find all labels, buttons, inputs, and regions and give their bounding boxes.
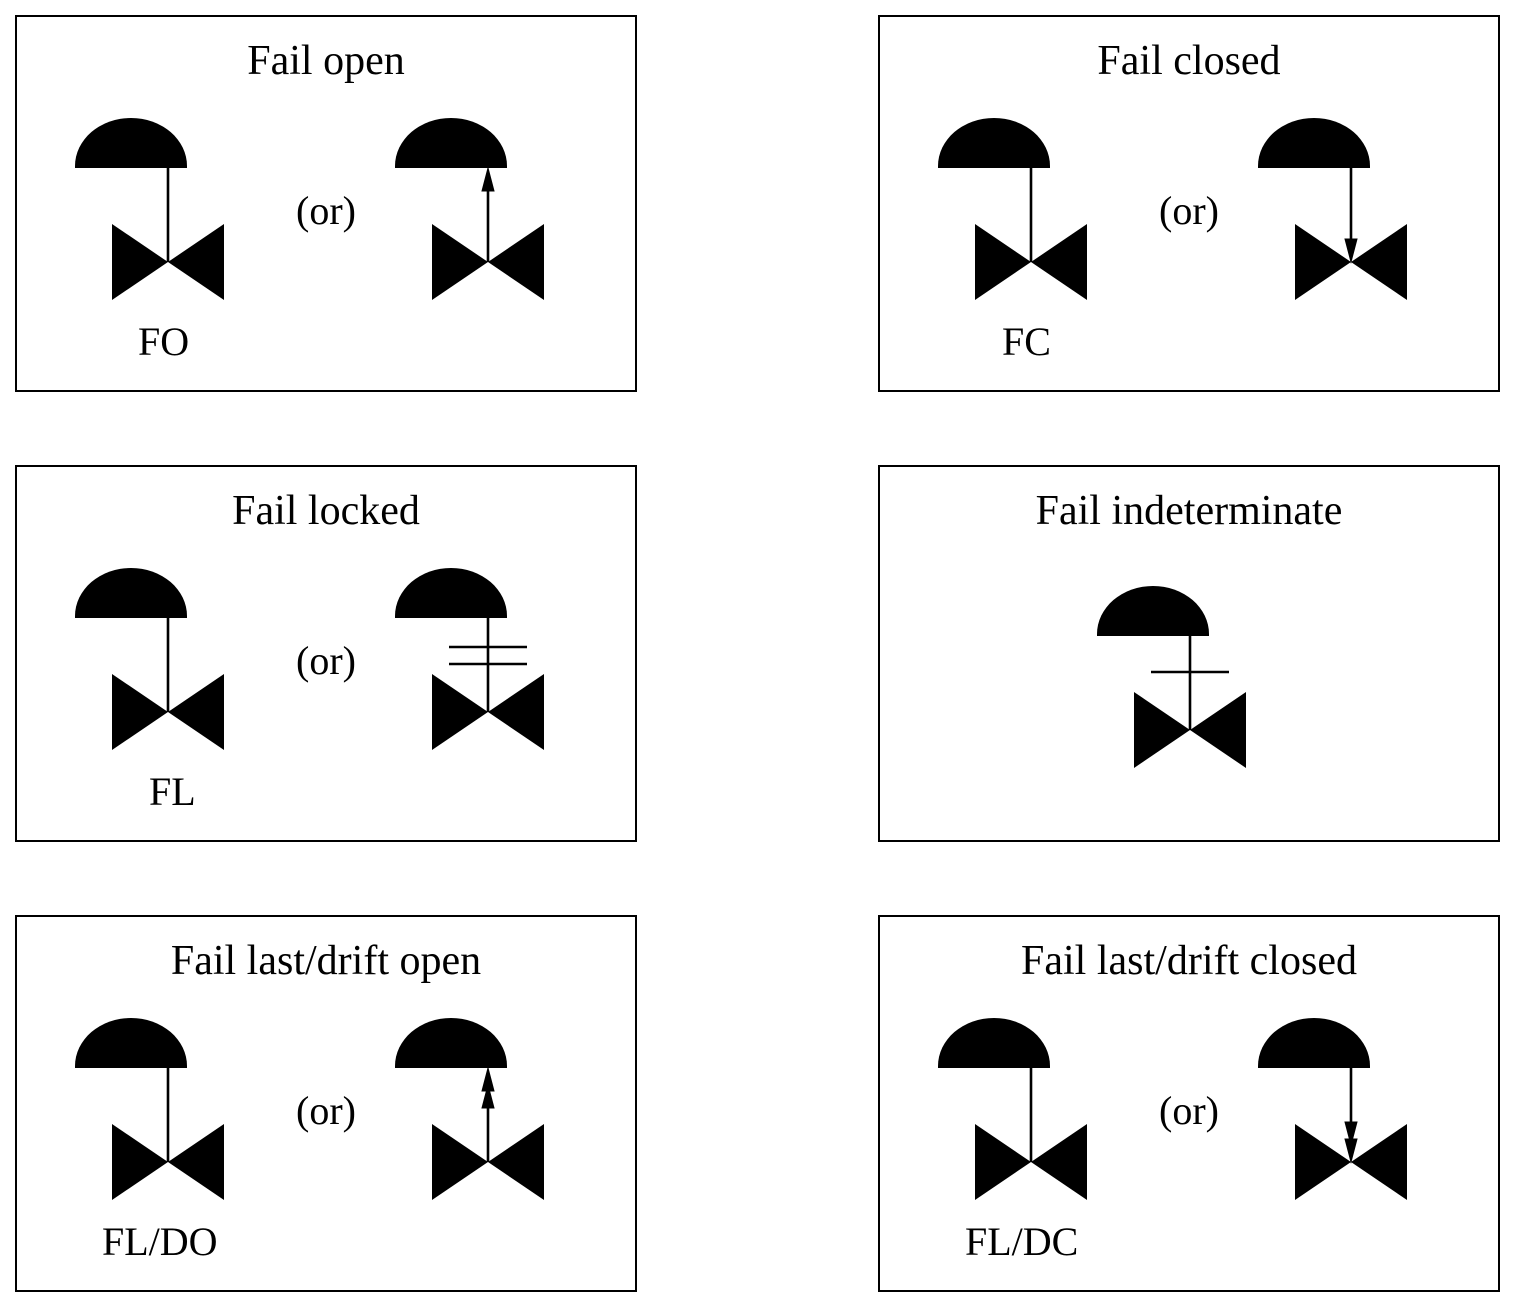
panel-fail-closed: Fail closed (or) FC — [878, 15, 1500, 392]
panel-fail-last-drift-open: Fail last/drift open (or) FL/DO — [15, 915, 637, 1292]
code-label: FL/DC — [965, 1219, 1079, 1264]
code-label: FC — [1002, 319, 1051, 364]
valve-double-arrow-down-icon — [1238, 1018, 1427, 1200]
valve-indeterminate-icon — [1077, 586, 1266, 768]
or-label: (or) — [1159, 188, 1219, 233]
code-label: FL/DO — [102, 1219, 218, 1264]
panel-fail-open: Fail open (or) FO — [15, 15, 637, 392]
panel-fail-last-drift-closed: Fail last/drift closed (or) FL/DC — [878, 915, 1500, 1292]
or-label: (or) — [1159, 1088, 1219, 1133]
panel-title: Fail last/drift closed — [1021, 938, 1357, 984]
or-label: (or) — [296, 1088, 356, 1133]
panel-title: Fail indeterminate — [1035, 488, 1343, 534]
valve-double-arrow-up-icon — [375, 1018, 564, 1200]
code-label: FO — [138, 319, 190, 364]
valve-arrow-up-icon — [375, 118, 564, 300]
panel-title: Fail closed — [1097, 38, 1281, 84]
panel-title: Fail locked — [232, 488, 420, 534]
code-label: FL — [149, 769, 196, 814]
valve-fo-icon — [55, 118, 244, 300]
panel-fail-locked: Fail locked (or) FL — [15, 465, 637, 842]
or-label: (or) — [296, 188, 356, 233]
valve-locked-icon — [375, 568, 564, 750]
valve-fldc-icon — [918, 1018, 1107, 1200]
panel-title: Fail open — [247, 38, 405, 84]
or-label: (or) — [296, 638, 356, 683]
panel-title: Fail last/drift open — [170, 938, 482, 984]
valve-fldo-icon — [55, 1018, 244, 1200]
panel-fail-indeterminate: Fail indeterminate — [878, 465, 1500, 842]
valve-fl-icon — [55, 568, 244, 750]
valve-fc-icon — [918, 118, 1107, 300]
valve-arrow-down-icon — [1238, 118, 1427, 300]
